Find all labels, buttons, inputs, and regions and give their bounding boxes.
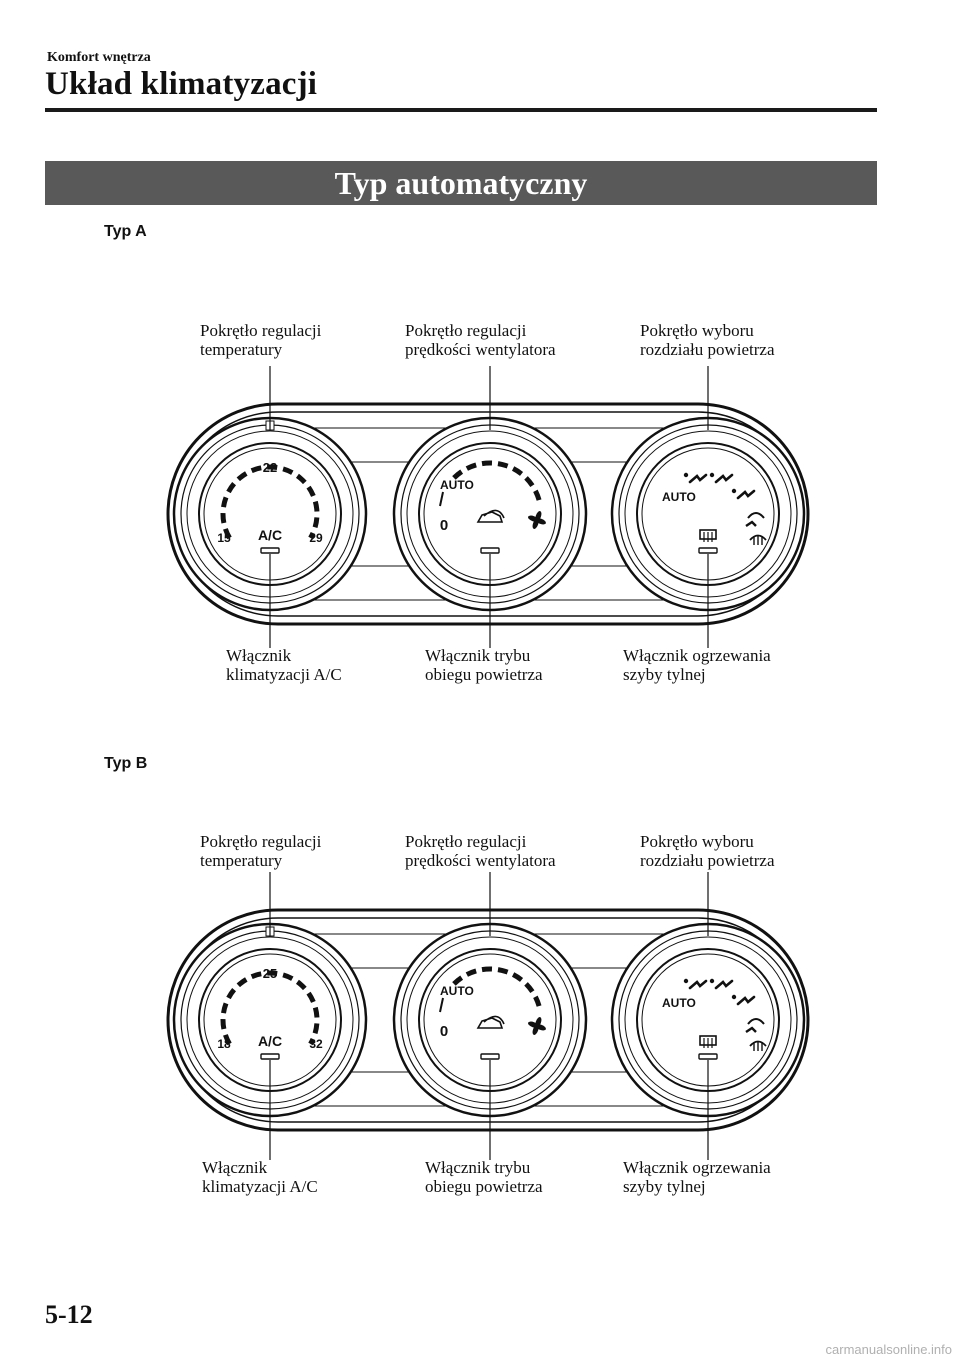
watermark: carmanualsonline.info bbox=[825, 1342, 952, 1357]
recirculation-button[interactable] bbox=[480, 1053, 500, 1060]
rear-defrost-button[interactable] bbox=[698, 1053, 718, 1060]
chapter-title: Układ klimatyzacji bbox=[45, 66, 318, 102]
recirculation-button[interactable] bbox=[480, 547, 500, 554]
recirculation-car-icon bbox=[476, 509, 505, 523]
temp-max-value: 32 bbox=[309, 1037, 323, 1051]
ac-button[interactable] bbox=[260, 547, 280, 554]
temperature-dial[interactable] bbox=[172, 922, 368, 1118]
section-label: Komfort wnętrza bbox=[47, 50, 151, 65]
mode-auto-label: AUTO bbox=[662, 996, 696, 1010]
air-distribution-dial[interactable] bbox=[610, 416, 806, 612]
fan-auto-label: AUTO bbox=[440, 478, 474, 492]
fan-icon bbox=[527, 1016, 547, 1036]
rear-defrost-button[interactable] bbox=[698, 547, 718, 554]
panel-drawing: 25 18 32 A/C AUTO 0 AUTO bbox=[166, 872, 810, 1160]
fan-icon bbox=[527, 510, 547, 530]
front-defrost-icon bbox=[749, 1040, 767, 1051]
header-rule bbox=[45, 108, 877, 112]
temp-min-value: 15 bbox=[217, 531, 231, 545]
floor-defrost-icon bbox=[745, 1018, 765, 1033]
fan-off-label: 0 bbox=[440, 517, 448, 534]
temperature-dial[interactable] bbox=[172, 416, 368, 612]
panel-drawing: 22 15 29 A/C AUTO 0 AUTO bbox=[166, 366, 810, 648]
temp-min-value: 18 bbox=[217, 1037, 231, 1051]
fan-off-label: 0 bbox=[440, 1023, 448, 1040]
vent-floor-icon bbox=[731, 994, 756, 1006]
type-a-label: Typ A bbox=[104, 223, 147, 240]
front-defrost-icon bbox=[749, 534, 767, 545]
section-banner: Typ automatyczny bbox=[45, 161, 877, 205]
type-b-label: Typ B bbox=[104, 755, 148, 772]
fan-auto-label: AUTO bbox=[440, 984, 474, 998]
air-distribution-dial[interactable] bbox=[610, 922, 806, 1118]
mode-auto-label: AUTO bbox=[662, 490, 696, 504]
recirculation-car-icon bbox=[476, 1015, 505, 1029]
temp-max-value: 29 bbox=[309, 531, 323, 545]
fan-speed-dial[interactable] bbox=[392, 416, 588, 612]
vent-face-icon bbox=[683, 978, 708, 990]
vent-floor-icon bbox=[731, 488, 756, 500]
temp-mid-value: 22 bbox=[263, 460, 277, 475]
vent-bilevel-icon bbox=[709, 472, 734, 484]
rear-defrost-icon bbox=[699, 529, 717, 542]
ac-label: A/C bbox=[258, 1033, 282, 1049]
temp-mid-value: 25 bbox=[263, 966, 277, 981]
ac-label: A/C bbox=[258, 527, 282, 543]
page-number: 5-12 bbox=[45, 1300, 93, 1329]
floor-defrost-icon bbox=[745, 512, 765, 527]
vent-bilevel-icon bbox=[709, 978, 734, 990]
vent-face-icon bbox=[683, 472, 708, 484]
rear-defrost-icon bbox=[699, 1035, 717, 1048]
ac-button[interactable] bbox=[260, 1053, 280, 1060]
